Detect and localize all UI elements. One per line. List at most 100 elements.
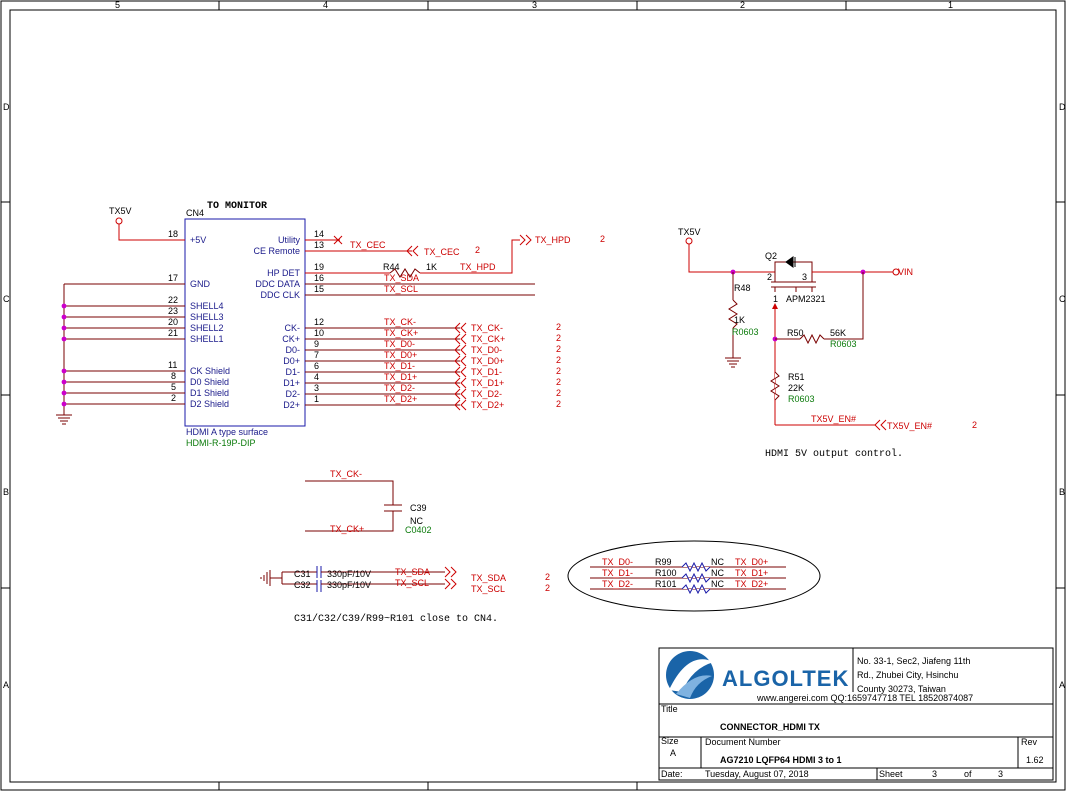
mosfet-pin: 3 [802,272,807,282]
net-label: TX_D2- [602,579,633,589]
power-control-note: HDMI 5V output control. [765,448,903,460]
port-sheet: 2 [972,420,977,430]
size-label: Size [661,736,679,746]
title-label: Title [661,704,678,714]
port-tx-scl[interactable]: TX_SCL 2 [444,578,550,594]
border-row-label: A [1059,680,1065,690]
resistor-r51[interactable]: R51 22K R0603 [770,371,815,404]
port-arrow[interactable] [454,344,467,356]
port-tx-cec[interactable]: TX_CEC 2 [406,245,480,257]
resistor-value: NC [711,568,724,578]
net-label: TX5V_EN# [811,414,856,424]
port-label[interactable]: TX_D0- [471,345,502,355]
sheet-label: Sheet [879,769,903,779]
port-sheet: 2 [556,355,561,365]
mosfet-pin: 1 [773,294,778,304]
resistor-ref: R48 [734,283,751,293]
ground-symbol [56,414,72,425]
border-row-label: C [3,294,10,304]
company-logo: ALGOLTEK [666,651,848,699]
port-tx5v-en[interactable]: TX5V_EN# 2 [874,419,977,431]
resistor-r44[interactable]: R44 1K TX_HPD [383,239,520,278]
port-label: TX_HPD [535,235,571,245]
resistor-value: 22K [788,383,804,393]
sheet-total: 3 [998,769,1003,779]
pin-number: 11 [168,360,177,370]
port-arrow[interactable] [454,333,467,345]
port-label[interactable]: TX_D2+ [471,400,504,410]
capacitor-c39[interactable]: TX_CK- TX_CK+ C39 NC C0402 [305,469,432,535]
sheet-title: CONNECTOR_HDMI TX [720,722,820,732]
tx5v-supply-cn4: TX5V [109,206,185,241]
port-tx-sda[interactable]: TX_SDA 2 [444,566,550,583]
pin-number: 18 [168,229,178,239]
mosfet-ref: Q2 [765,251,777,261]
net-label: TX_D0+ [735,557,768,567]
resistor-r50[interactable]: R50 56K R0603 [775,272,864,349]
port-label: TX_CEC [424,247,460,257]
port-sheet: 2 [556,366,561,376]
pin-number: 4 [314,372,319,382]
connector-caption: HDMI A type surface [186,427,268,437]
port-label[interactable]: TX_CK- [471,323,503,333]
pin-name: GND [190,279,211,289]
mosfet-pin: 2 [767,272,772,282]
pin-name: DDC CLK [260,290,300,300]
pin-number: 15 [314,284,324,294]
port-arrow[interactable] [454,355,467,367]
border-col-label: 1 [948,0,953,10]
net-label: TX_D0+ [384,350,417,360]
resistor-value: 1K [426,262,437,272]
pin-name: +5V [190,235,206,245]
port-sheet: 2 [556,344,561,354]
border-row-label: C [1059,294,1066,304]
border-col-label: 3 [532,0,537,10]
pin-number: 21 [168,328,178,338]
port-label[interactable]: TX_D0+ [471,356,504,366]
border-row-label: A [3,680,9,690]
resistor-ref: R100 [655,568,677,578]
port-sheet: 2 [556,322,561,332]
port-label[interactable]: TX_CK+ [471,334,505,344]
port-label[interactable]: TX_D1+ [471,378,504,388]
port-arrow[interactable] [454,388,467,400]
pin-name: SHELL2 [190,323,224,333]
address-line: Rd., Zhubei City, Hsinchu [857,670,958,680]
esd-caps[interactable]: C31 C32 330pF/10V 330pF/10V TX_SDA TX_SC… [260,566,445,592]
port-sheet: 2 [475,245,480,255]
resistor-r48[interactable]: R48 1K R0603 [725,272,759,368]
pin-number: 7 [314,350,319,360]
connector-footprint: HDMI-R-19P-DIP [186,438,256,448]
cap-ref: C32 [294,580,311,590]
sheet-number: 3 [932,769,937,779]
address-line: County 30273, Taiwan [857,684,946,694]
resistor-ref: R99 [655,557,672,567]
power-net-label: TX5V [678,227,701,237]
pin-name: SHELL1 [190,334,224,344]
net-label: TX_SDA [384,273,419,283]
port-sheet: 2 [545,583,550,593]
title-block: ALGOLTEK No. 33-1, Sec2, Jiafeng 11th Rd… [658,647,1054,781]
mosfet-part: APM2321 [786,294,826,304]
resistor-ref: R101 [655,579,677,589]
port-arrow[interactable] [454,366,467,378]
hdmi-connector-cn4[interactable]: TO MONITOR CN4 HDMI A type surface HDMI-… [184,201,306,448]
resistor-value: NC [711,557,724,567]
port-arrow[interactable] [454,377,467,389]
port-label[interactable]: TX_D2- [471,389,502,399]
nc-resistor-group[interactable]: TX_D0- TX_D1- TX_D2- R99 R100 R101 NC NC… [567,540,821,612]
resistor-ref: R51 [788,372,805,382]
border-row-label: B [1059,487,1065,497]
port-tx-hpd[interactable]: TX_HPD 2 [519,234,605,246]
net-label: TX_D1- [384,361,415,371]
pin-name: D1 Shield [190,388,229,398]
address-line: No. 33-1, Sec2, Jiafeng 11th [857,656,970,666]
port-arrow[interactable] [454,399,467,411]
cap-ref: C31 [294,569,311,579]
border-row-label: D [1059,102,1066,112]
pin-name: D2+ [283,400,300,410]
port-label[interactable]: TX_D1- [471,367,502,377]
port-arrow[interactable] [454,322,467,334]
mosfet-q2[interactable]: Q2 1 2 3 APM2321 [765,251,826,309]
